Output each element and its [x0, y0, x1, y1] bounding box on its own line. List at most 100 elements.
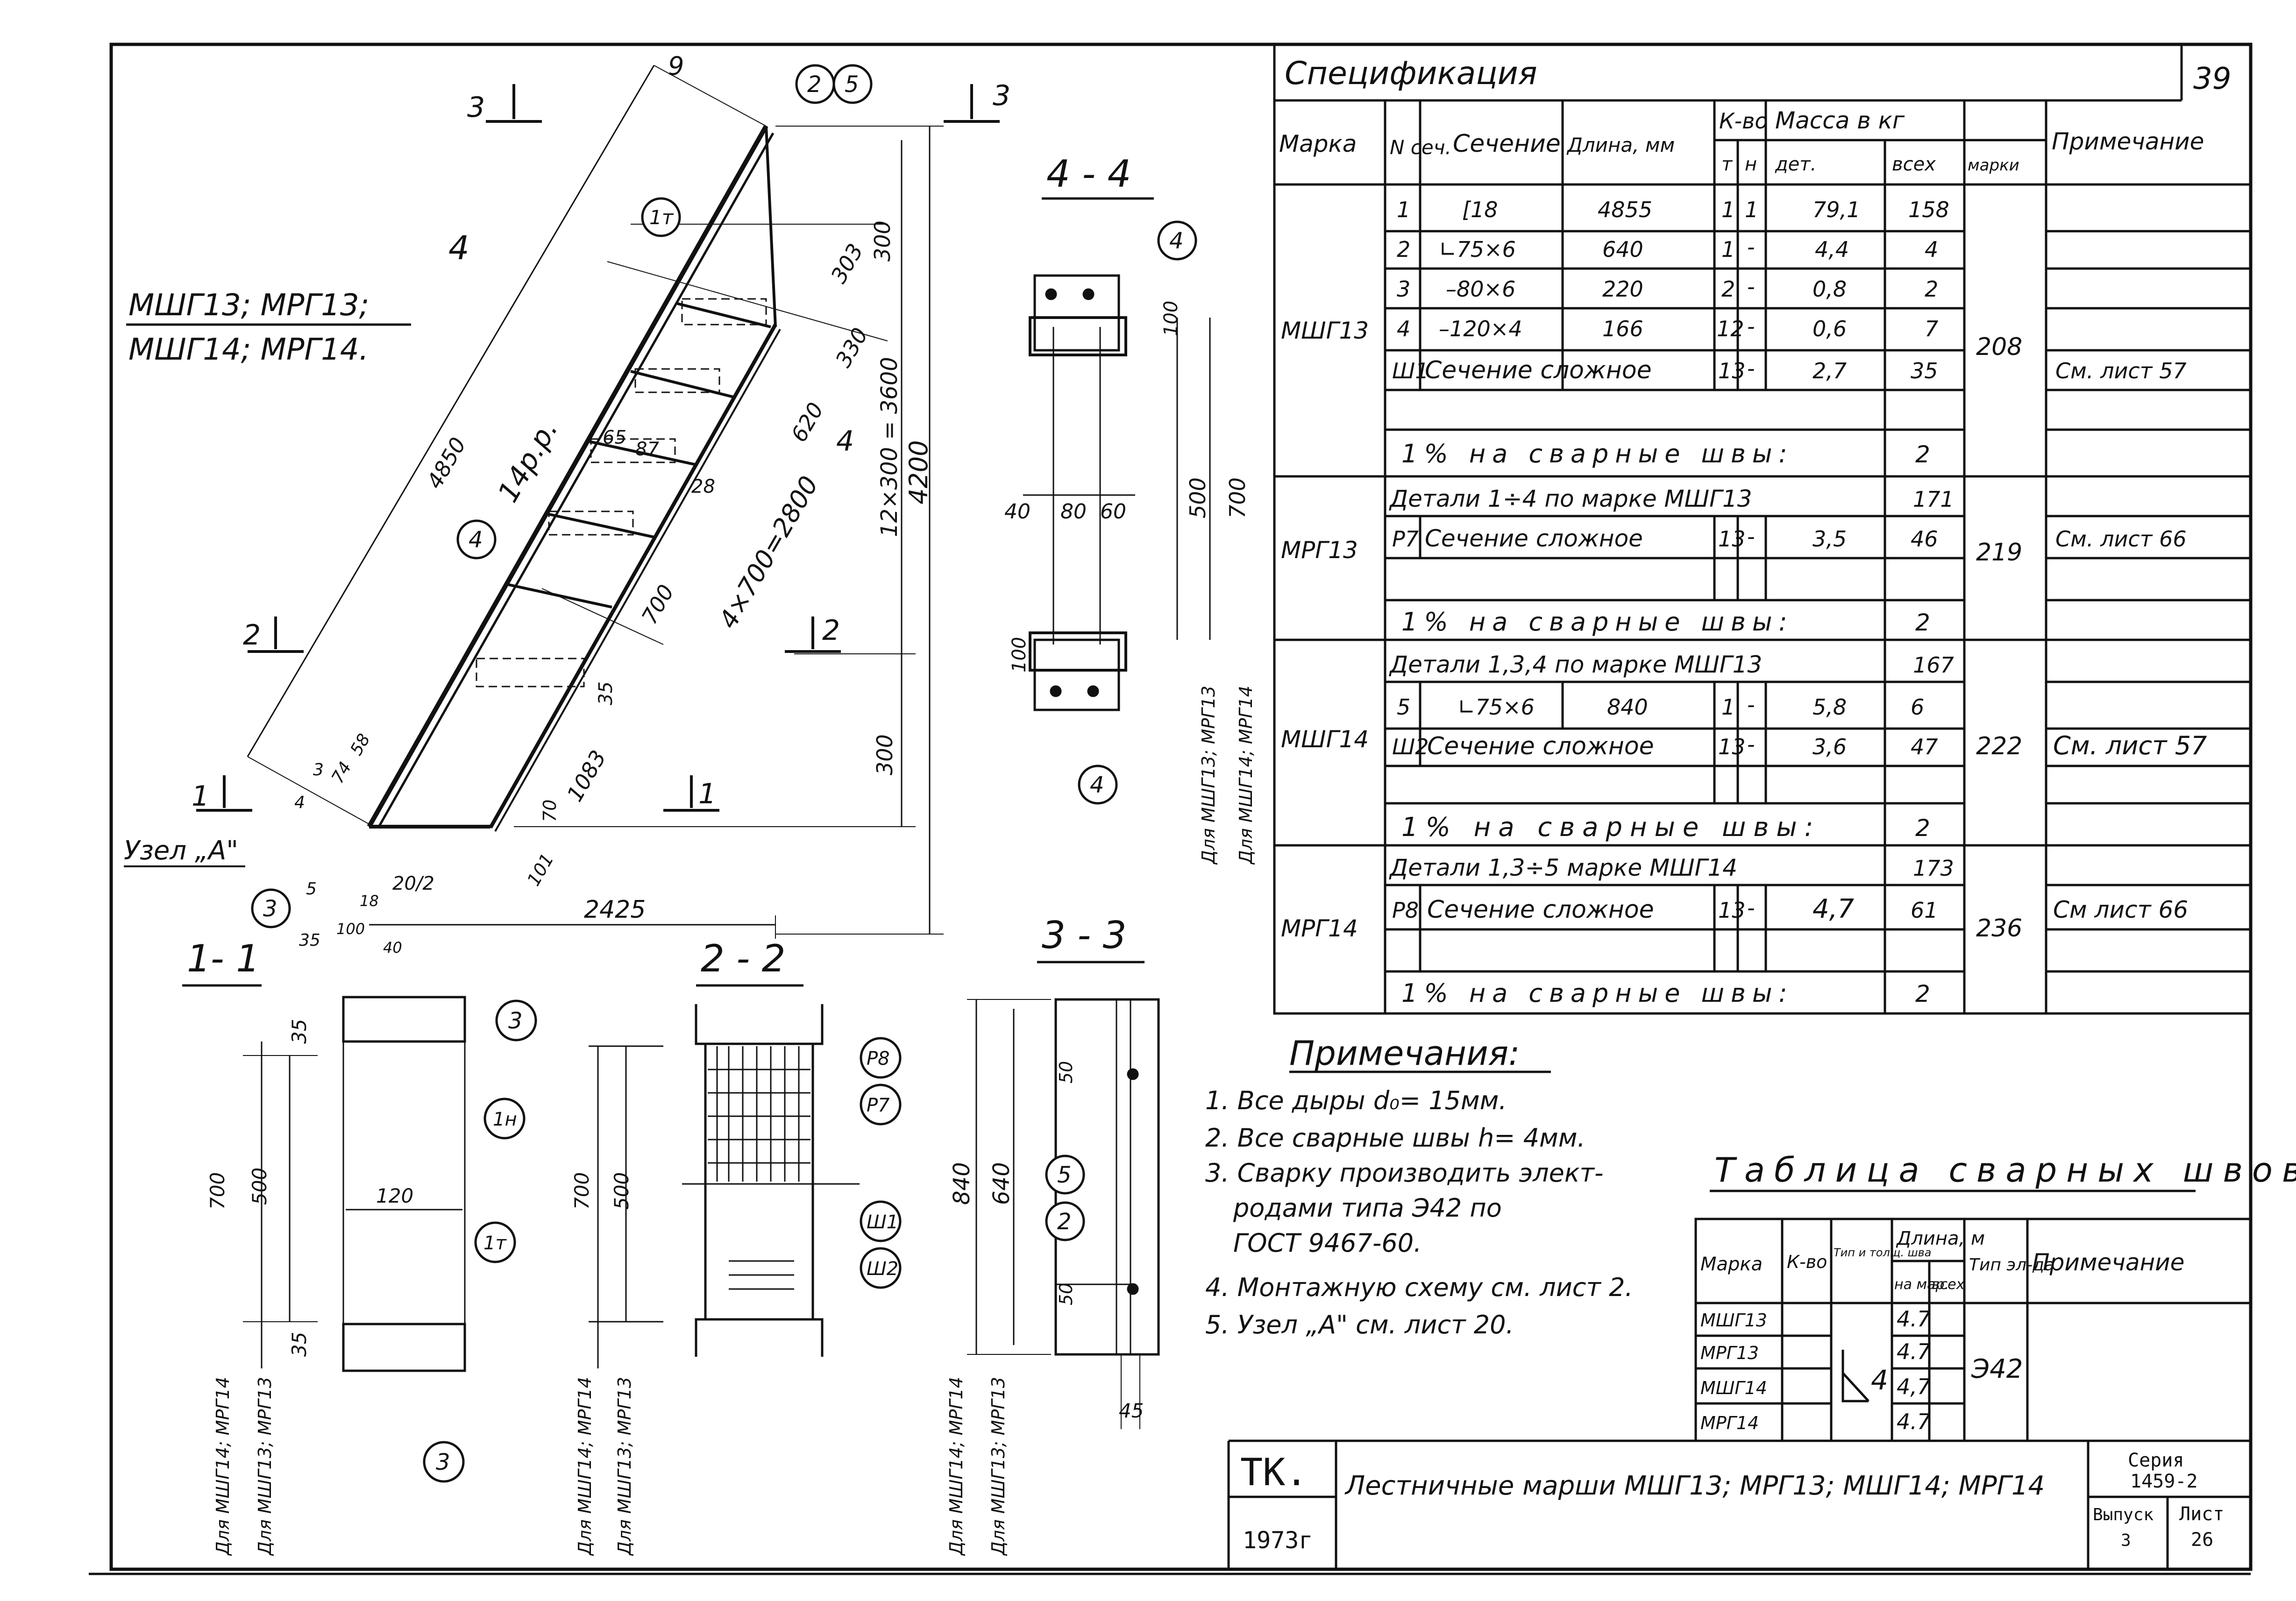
spec-cell-nn: -: [1747, 895, 1755, 921]
spec-cell-sech: ∟75×6: [1457, 694, 1535, 720]
spec-row: Р8 Сечение сложное 13 - 4,7 61 См лист 6…: [1392, 894, 2188, 924]
spec-marka: МРГ13: [1281, 537, 1358, 564]
note-item: 4. Монтажную схему см. лист 2.: [1205, 1273, 1633, 1302]
section-3-3: [967, 998, 1160, 1429]
spec-details: Детали 1,3÷5 марке МШГ14: [1389, 854, 1737, 881]
spec-cell-sech: Сечение сложное: [1427, 732, 1654, 760]
dim-4200: 4200: [904, 440, 933, 504]
title-year: 1973г: [1243, 1527, 1313, 1554]
dim-28: 28: [691, 476, 715, 497]
dim-65: 65: [603, 427, 626, 448]
spec-marka: МШГ14: [1281, 726, 1369, 753]
welds-row-marka: МРГ14: [1700, 1413, 1759, 1433]
spec-marka: МРГ14: [1281, 915, 1358, 942]
node-a-label: Узел „А": [124, 836, 238, 866]
spec-cell-dlina: 166: [1602, 316, 1643, 341]
spec-cell-vseh: 61: [1911, 898, 1938, 923]
spec-cell-n: Ш1: [1392, 358, 1429, 383]
callout-4-44a: 4: [1169, 228, 1184, 254]
dim-50: 50: [1056, 1061, 1076, 1084]
dim-18: 18: [360, 892, 379, 910]
spec-cell-n: 5: [1397, 694, 1410, 720]
callout-1n: 1н: [493, 1109, 517, 1130]
spec-cell-vseh: 46: [1911, 526, 1938, 552]
dim-35-b: 35: [288, 1332, 311, 1357]
dim-1083: 1083: [562, 746, 611, 806]
callout-sh1: Ш1: [867, 1211, 898, 1233]
spec-header-nsech: N сеч.: [1390, 136, 1451, 159]
note-item: ГОСТ 9467-60.: [1233, 1228, 1422, 1258]
cut-mark-4-right: 4: [836, 425, 854, 458]
welds-row-namar: 4.7: [1897, 1409, 1931, 1434]
spec-details: Детали 1÷4 по марке МШГ13: [1389, 485, 1752, 512]
dim-300-bottom: 300: [872, 734, 897, 775]
spec-cell-det: 3,6: [1813, 734, 1847, 759]
callout-2: 2: [1057, 1209, 1072, 1235]
dim-14pp: 14р.р.: [491, 414, 564, 508]
spec-cell-vseh: 47: [1911, 734, 1938, 759]
welds-header-dlina: Длина, м: [1896, 1228, 1985, 1249]
welds-header-prim: Примечание: [2032, 1249, 2184, 1276]
spec-cell-sech: –120×4: [1439, 316, 1522, 341]
welds-row-marka: МШГ14: [1700, 1378, 1767, 1398]
welds-row-marka: МШГ13: [1700, 1310, 1767, 1331]
dim-70: 70: [540, 800, 560, 822]
callout-4: 4: [469, 527, 483, 553]
cut-mark-2-left: 2: [243, 619, 261, 652]
side-label-11b: Для МШГ13; МРГ13: [255, 1377, 275, 1556]
spec-cell-t: 12: [1717, 316, 1744, 341]
spec-massa-marki: 222: [1976, 732, 2022, 760]
side-label-for-a: Для МШГ13; МРГ13: [1198, 686, 1219, 865]
dim-330: 330: [831, 323, 873, 371]
callouts-main: [251, 64, 873, 928]
title-block: [1227, 1439, 2251, 1569]
stringer-bottom-chord: [489, 324, 777, 829]
dim-40: 40: [1004, 500, 1031, 524]
dim-4: 4: [294, 793, 305, 812]
marks-caption-line-1: МШГ13; МРГ13;: [128, 288, 369, 323]
dim-500: 500: [610, 1172, 633, 1210]
dim-700: 700: [1225, 477, 1250, 518]
spec-cell-sech: ∟75×6: [1439, 237, 1516, 262]
welds-header-tip: Тип и толщ. шва: [1834, 1246, 1931, 1259]
spec-cell-nn: -: [1747, 234, 1755, 260]
dim-12x300: 12×300 = 3600: [876, 357, 903, 537]
dim-100: 100: [1160, 301, 1182, 336]
spec-header-massa: Масса в кг: [1775, 107, 1905, 134]
welds-header-tipel: Тип эл-да: [1969, 1255, 2054, 1275]
title-list-label: Лист: [2179, 1503, 2224, 1525]
spec-cell-det: 79,1: [1813, 197, 1860, 222]
spec-header-primechanie: Примечание: [2052, 128, 2204, 155]
welds-row-namar: 4,7: [1897, 1374, 1931, 1399]
dim-20-2: 20/2: [392, 873, 434, 894]
spec-header-sechenie: Сечение: [1453, 130, 1561, 158]
side-label-33a: Для МШГ14; МРГ14: [946, 1377, 967, 1556]
dim-35: 35: [288, 1019, 311, 1044]
spec-marka: МШГ13: [1281, 317, 1369, 344]
spec-cell-det: 2,7: [1813, 358, 1847, 383]
spec-header-massa-marki: марки: [1968, 156, 2019, 175]
spec-cell-det: 5,8: [1813, 694, 1847, 720]
dim-300-top: 300: [870, 220, 895, 262]
dim-700: 700: [570, 1172, 593, 1210]
note-item: родами типа Э42 по: [1233, 1193, 1502, 1223]
spec-cell-vseh: 6: [1911, 694, 1924, 720]
section-1-1-title: 1- 1: [187, 937, 260, 980]
welds-row-marka: МРГ13: [1700, 1343, 1759, 1363]
callout-p7: Р7: [867, 1095, 890, 1116]
welds-symbol-size: 4: [1871, 1364, 1888, 1396]
spec-cell-t: 1: [1721, 237, 1735, 262]
spec-cell-prim: См лист 66: [2053, 896, 2188, 923]
callout-sh2: Ш2: [867, 1258, 898, 1280]
spec-header-marka: Марка: [1279, 130, 1357, 157]
dim-100: 100: [336, 920, 365, 938]
spec-massa-marki: 208: [1976, 333, 2022, 361]
title-name: Лестничные марши МШГ13; МРГ13; МШГ14; МР…: [1344, 1471, 2045, 1501]
dim-840: 840: [949, 1162, 975, 1205]
section-2-2-title: 2 - 2: [701, 937, 786, 980]
spec-massa-marki: 219: [1976, 538, 2022, 567]
cut-mark-1-left: 1: [192, 780, 209, 813]
spec-row: Ш2 Сечение сложное 13 - 3,6 47 См. лист …: [1392, 731, 2207, 760]
spec-cell-t: 2: [1721, 276, 1735, 302]
